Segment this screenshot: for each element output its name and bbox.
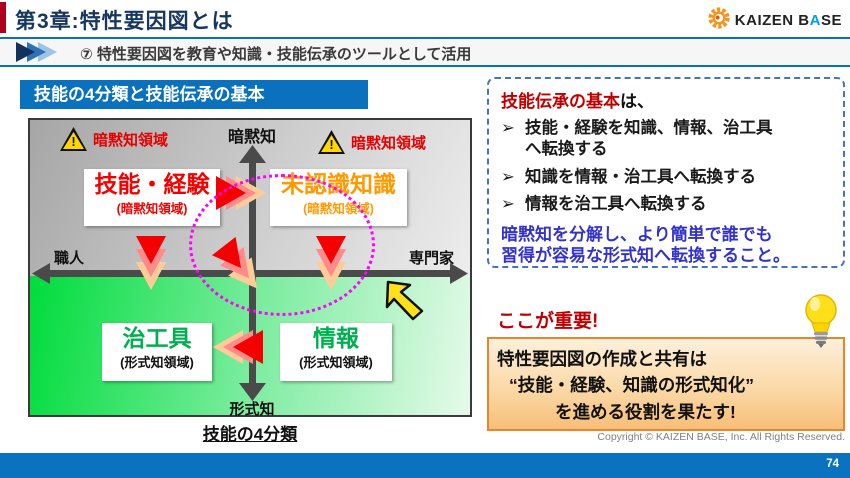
warning-icon: !	[318, 130, 345, 154]
key-point-line: “技能・経験、知識の形式知化”	[509, 375, 754, 396]
bullet-arrow-icon: ➢	[501, 167, 515, 186]
axis-label-explicit: 形式知	[229, 401, 275, 418]
quadrant-jigs-tools: 治工具 (形式知領域)	[102, 323, 212, 381]
warning-right: ! 暗黙知領域	[318, 130, 426, 154]
warning-label: 暗黙知領域	[93, 131, 169, 149]
axis-label-craftsman: 職人	[54, 250, 85, 267]
bullet-arrow-icon: ➢	[501, 195, 515, 214]
logo-text: KAIZEN BASE	[734, 12, 842, 29]
diagram-caption: 技能の4分類	[202, 425, 298, 444]
hand-drawn-arrow-icon	[382, 278, 428, 327]
info-lead: 技能伝承の基本は、	[501, 92, 654, 111]
bullet-item: ➢ 知識を情報・治工具へ転換する	[501, 167, 835, 188]
key-point-line: を進める役割を果たす!	[555, 401, 736, 422]
quadrant-skill-experience: 技能・経験 (暗黙知領域)	[84, 169, 220, 226]
copyright-text: Copyright © KAIZEN BASE, Inc. All Rights…	[597, 431, 845, 443]
highlight-ellipse	[189, 174, 375, 316]
page-number: 74	[826, 458, 839, 470]
kaizen-base-logo: KAIZEN BASE	[707, 6, 842, 35]
banner-divider	[0, 65, 850, 67]
footer-bar: 74	[0, 453, 850, 478]
header-accent-bar	[0, 2, 6, 33]
section-banner-text: ⑦ 特性要因図を教育や知識・技能伝承のツールとして活用	[80, 46, 472, 63]
bullet-item: ➢ 情報を治工具へ転換する	[501, 194, 835, 215]
warning-label: 暗黙知領域	[351, 134, 427, 152]
axis-label-expert: 専門家	[408, 250, 454, 267]
diagram-title-bar: 技能の4分類と技能伝承の基本	[20, 80, 368, 109]
warning-icon: !	[60, 127, 87, 151]
section-banner: ⑦ 特性要因図を教育や知識・技能伝承のツールとして活用	[0, 39, 850, 65]
header-divider	[0, 37, 850, 39]
arrow-down-icon	[136, 236, 166, 292]
skill-transfer-info-box: 技能伝承の基本は、 ➢ 技能・経験を知識、情報、治工具 へ転換する ➢ 知識を情…	[487, 77, 845, 268]
skill-quadrant-diagram: 暗黙知 形式知 職人 専門家 ! 暗黙知領域 ! 暗黙知領域 技能・経験 (暗黙…	[28, 118, 472, 418]
bullet-item: ➢ 技能・経験を知識、情報、治工具 へ転換する	[501, 118, 835, 161]
important-label: ここが重要!	[497, 311, 599, 332]
quadrant-information: 情報 (形式知領域)	[280, 323, 392, 381]
key-point-box: 特性要因図の作成と共有は “技能・経験、知識の形式知化” を進める役割を果たす!	[487, 337, 845, 431]
warning-left: ! 暗黙知領域	[60, 127, 168, 151]
gear-icon	[707, 6, 731, 35]
bullet-arrow-icon: ➢	[501, 119, 515, 137]
page-title: 第3章:特性要因図とは	[15, 10, 234, 33]
axis-label-tacit: 暗黙知	[227, 129, 276, 146]
lightbulb-icon	[799, 292, 843, 355]
info-note: 暗黙知を分解し、より簡単で誰でも 習得が容易な形式知へ転換すること。	[501, 224, 790, 265]
key-point-line: 特性要因図の作成と共有は	[497, 349, 707, 369]
arrow-left-icon	[213, 330, 263, 364]
